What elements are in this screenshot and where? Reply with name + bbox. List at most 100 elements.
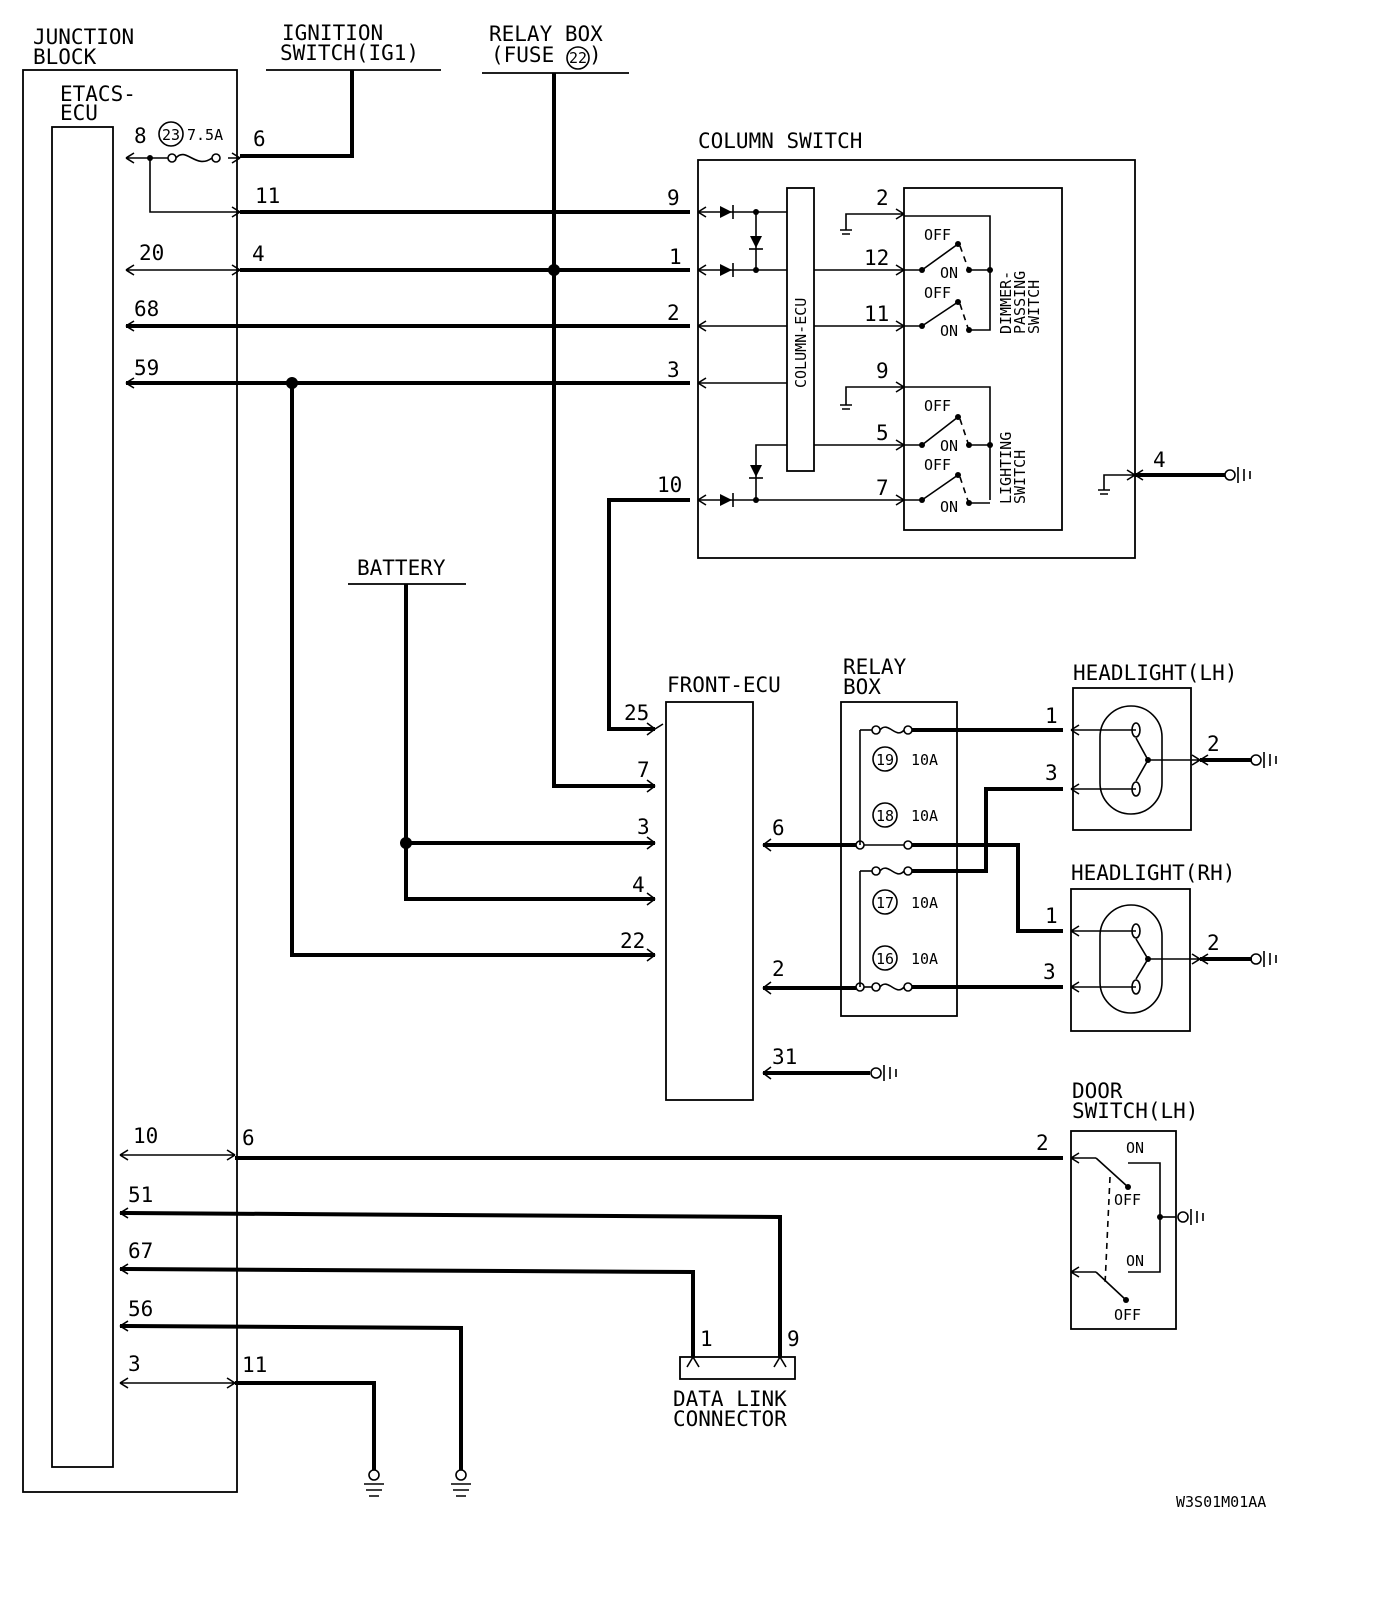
pin-jb-56: 56	[128, 1297, 153, 1321]
door-switch: DOOR SWITCH(LH) ON OFF ON OFF	[1070, 1079, 1204, 1330]
pin-fe-2: 2	[772, 957, 785, 981]
switch-panel	[903, 187, 1063, 531]
pin-jb-51: 51	[128, 1183, 153, 1207]
column-switch-label: COLUMN SWITCH	[698, 129, 862, 153]
relay-box-outline	[840, 701, 958, 1017]
headlight-rh: HEADLIGHT(RH) 1 3 2	[1043, 861, 1277, 1032]
dimmer-label-3: SWITCH	[1025, 280, 1043, 334]
pin-col-1: 1	[669, 245, 682, 269]
relay-box-fuse-supply: RELAY BOX (FUSE 22 )	[482, 22, 655, 788]
pin-col-in-12: 12	[864, 246, 889, 270]
junction-block-label-1: JUNCTION	[33, 25, 134, 49]
relay-box-fuse-label-3: )	[589, 43, 602, 67]
wires-top: 11 9 20 4 1 68 2 59 3 10	[125, 184, 690, 957]
pin-8: 8	[134, 124, 147, 148]
fuse-22-number: 22	[569, 49, 587, 67]
pin-fe-6: 6	[772, 816, 785, 840]
ignition-label-1: IGNITION	[282, 21, 383, 45]
pin-col-3: 3	[667, 358, 680, 382]
column-ecu-label: COLUMN-ECU	[792, 298, 810, 388]
etacs-ecu-body	[51, 126, 114, 1468]
pin-col-in-7: 7	[876, 476, 889, 500]
column-switch-outline	[697, 159, 1136, 559]
column-switch: COLUMN SWITCH COLUMN-ECU 12 11	[697, 129, 1225, 559]
pin-col-gnd-4: 4	[1153, 448, 1166, 472]
pin-fe-3: 3	[637, 815, 650, 839]
lighting-off-2: OFF	[924, 456, 951, 474]
headlight-wires	[912, 728, 1063, 989]
dlc-label-1: DATA LINK	[673, 1387, 787, 1411]
dlc-label-2: CONNECTOR	[673, 1407, 787, 1431]
pin-ign-6: 6	[253, 127, 266, 151]
headlight-lh: HEADLIGHT(LH) 1 3 2	[1045, 661, 1277, 831]
front-ecu-ground-icon	[870, 1065, 897, 1081]
dimmer-label-2: PASSING	[1011, 271, 1029, 334]
pin-hl-lh-2: 2	[1207, 732, 1220, 756]
fuse-17-number: 17	[876, 894, 894, 912]
pin-fe-25: 25	[624, 701, 649, 725]
headlight-rh-outline	[1070, 888, 1191, 1032]
pin-col-in-5: 5	[876, 421, 889, 445]
lighting-on-2: ON	[940, 498, 958, 516]
pin-hl-lh-1: 1	[1045, 704, 1058, 728]
fuse-22-badge	[566, 46, 590, 70]
door-off-1: OFF	[1114, 1191, 1141, 1209]
door-on-1: ON	[1126, 1139, 1144, 1157]
relay-box: RELAY BOX 19 10A 18 10A 17 10A 16 10A	[840, 655, 958, 1017]
dimmer-switch-contacts: OFF ON OFF ON	[904, 226, 993, 340]
pin-dlc-9: 9	[787, 1327, 800, 1351]
fuse-23-rating: 7.5A	[187, 126, 223, 144]
pin-fe-7: 7	[637, 758, 650, 782]
pin-door-2: 2	[1036, 1131, 1049, 1155]
dimmer-off-1: OFF	[924, 226, 951, 244]
relay-box-fuse-label-1: RELAY BOX	[489, 22, 603, 46]
dimmer-off-2: OFF	[924, 284, 951, 302]
fuse-16-number: 16	[876, 950, 894, 968]
pin-dlc-1: 1	[700, 1327, 713, 1351]
door-switch-label-1: DOOR	[1072, 1079, 1123, 1103]
ignition-label-2: SWITCH(IG1)	[280, 41, 419, 65]
door-off-2: OFF	[1114, 1306, 1141, 1324]
pin-jb-67: 67	[128, 1239, 153, 1263]
front-ecu: FRONT-ECU 25 7 3 4 22 6 2 31	[620, 673, 897, 1101]
relay-box-fuse-label-2: (FUSE	[491, 43, 554, 67]
junction-block: JUNCTION BLOCK ETACS- ECU	[22, 25, 238, 1493]
etacs-ecu-label-2: ECU	[60, 101, 98, 125]
chassis-ground-icon	[1224, 467, 1251, 483]
pin-jb-6: 6	[242, 1126, 255, 1150]
etacs-fuse: 23 7.5A 8	[125, 121, 241, 218]
data-link-connector: 1 9 DATA LINK CONNECTOR	[673, 1327, 800, 1431]
pin-fe-4: 4	[632, 873, 645, 897]
battery-label: BATTERY	[357, 556, 446, 580]
pin-hl-lh-3: 3	[1045, 761, 1058, 785]
body-ground-icon-1	[364, 1469, 384, 1497]
fuse-23-badge	[158, 121, 184, 147]
lighting-on-1: ON	[940, 437, 958, 455]
battery: BATTERY	[348, 556, 655, 901]
etacs-ecu-label-1: ETACS-	[60, 82, 136, 106]
front-ecu-body	[665, 701, 754, 1101]
fuse-16-rating: 10A	[911, 950, 938, 968]
fuse-18-number: 18	[876, 807, 894, 825]
pin-col-2: 2	[667, 301, 680, 325]
fuse-18-rating: 10A	[911, 807, 938, 825]
pin-jb-3: 3	[128, 1352, 141, 1376]
junction-block-label-2: BLOCK	[33, 45, 97, 69]
fuse-17-rating: 10A	[911, 894, 938, 912]
pin-jb-11b: 11	[242, 1353, 267, 1377]
junction-block-outline	[22, 69, 238, 1493]
column-ecu-body	[786, 187, 815, 472]
pin-col-in-11: 11	[864, 302, 889, 326]
pin-jb-10: 10	[133, 1124, 158, 1148]
door-switch-label-2: SWITCH(LH)	[1072, 1099, 1198, 1123]
pin-fe-31: 31	[772, 1045, 797, 1069]
pin-col-in-2: 2	[876, 186, 889, 210]
pin-jb-20: 20	[139, 241, 164, 265]
pin-hl-rh-1: 1	[1045, 904, 1058, 928]
pin-hl-rh-3: 3	[1043, 960, 1056, 984]
pin-jb-11: 11	[255, 184, 280, 208]
relay-box-label-1: RELAY	[843, 655, 907, 679]
headlight-lh-label: HEADLIGHT(LH)	[1073, 661, 1237, 685]
ignition-switch: IGNITION SWITCH(IG1) 6	[240, 21, 441, 158]
dimmer-on-1: ON	[940, 264, 958, 282]
